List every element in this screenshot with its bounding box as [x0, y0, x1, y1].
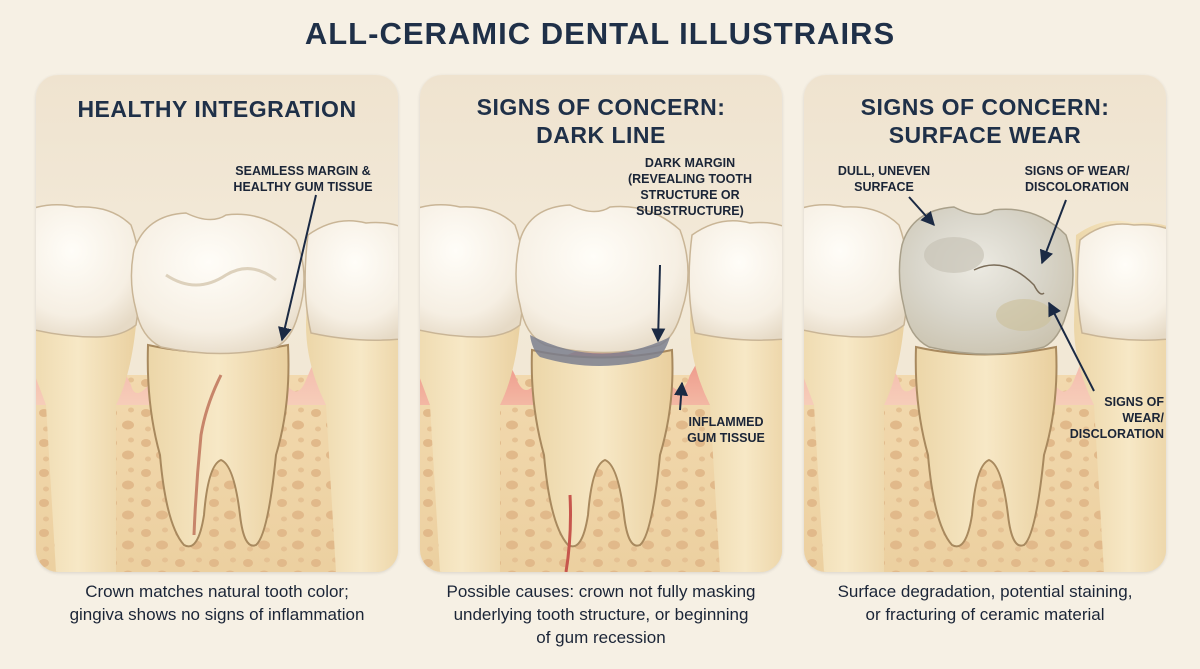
crack-line [973, 264, 1045, 295]
label-wear-discoloration-side: SIGNS OF WEAR/ DISCLORATION [1069, 395, 1164, 441]
label-dull-surface: DULL, UNEVEN SURFACE [837, 164, 931, 194]
caption-healthy-integration: Crown matches natural tooth color; gingi… [69, 582, 365, 624]
worn-crown [898, 206, 1074, 355]
dark-margin-line [530, 335, 670, 366]
central-tooth-root [146, 343, 290, 548]
surface-wear-tooth-illustration [804, 196, 1166, 572]
caption-surface-wear: Surface degradation, potential staining,… [837, 582, 1133, 624]
panel-title: SIGNS OF CONCERN: DARK LINE [476, 94, 726, 148]
central-tooth-root [530, 348, 674, 548]
label-seamless-margin: SEAMLESS MARGIN & HEALTHY GUM TISSUE [233, 164, 373, 194]
healthy-tooth-illustration [36, 194, 398, 572]
main-title: ALL-CERAMIC DENTAL ILLUSTRAIRS [304, 16, 896, 51]
panel-title: SIGNS OF CONCERN: SURFACE WEAR [860, 94, 1110, 148]
label-dark-margin: DARK MARGIN (REVEALING TOOTH STRUCTURE O… [627, 156, 753, 218]
label-inflamed-gum: INFLAMMED GUM TISSUE [687, 415, 765, 445]
label-wear-discoloration-top: SIGNS OF WEAR/ DISCOLORATION [1024, 164, 1130, 194]
central-crown [515, 204, 689, 354]
panel-healthy-integration: HEALTHY INTEGRATION SEAMLESS MARGIN & HE… [36, 75, 398, 572]
right-neighbor-tooth [1076, 223, 1166, 341]
panel-title: HEALTHY INTEGRATION [77, 96, 357, 122]
left-neighbor-tooth [804, 204, 909, 338]
caption-dark-line: Possible causes: crown not fully masking… [446, 582, 756, 647]
central-tooth-root [914, 345, 1058, 548]
panel-dark-line: SIGNS OF CONCERN: DARK LINE DARK MARGIN … [420, 75, 782, 572]
label-arrow [278, 194, 317, 342]
left-neighbor-tooth [420, 204, 525, 338]
panel-surface-wear: SIGNS OF CONCERN: SURFACE WEAR DULL, UNE… [804, 75, 1166, 572]
central-crown [130, 212, 305, 355]
dark-line-tooth-illustration [420, 204, 782, 572]
right-neighbor-tooth [688, 220, 782, 341]
